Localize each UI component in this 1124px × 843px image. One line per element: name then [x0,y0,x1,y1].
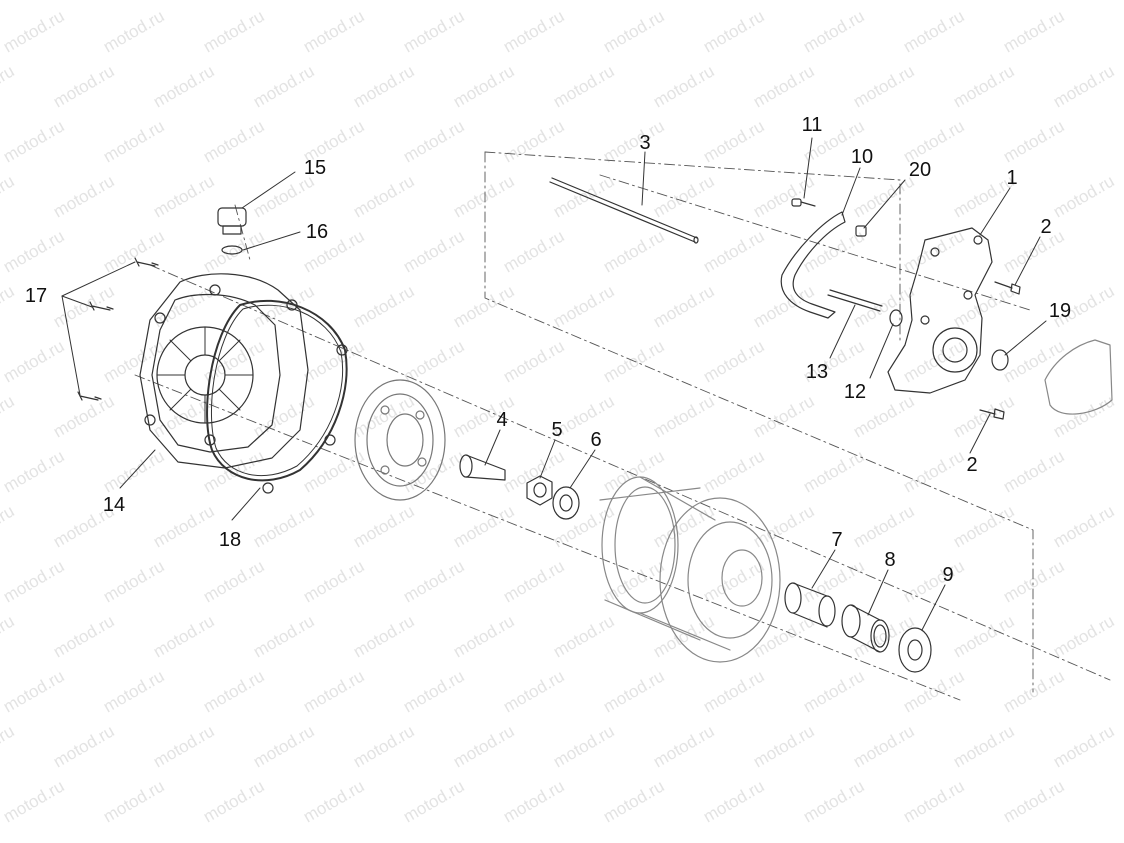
clutch-cover-part-14 [139,273,309,469]
callout-2-lower: 2 [966,454,978,476]
bracket-part-10 [780,211,846,319]
callout-12: 12 [843,381,867,403]
ring-part-12 [889,309,903,327]
oring-part-16 [221,245,243,255]
bearing-part-8 [841,604,890,653]
bolts-part-17 [77,257,159,401]
leader-lines [61,137,1047,631]
callout-17: 17 [24,285,48,307]
callout-14: 14 [102,494,126,516]
oring-part-19 [991,349,1009,371]
slave-cylinder-part-1 [887,227,993,394]
callout-8: 8 [884,549,896,571]
washer-part-9 [898,627,932,673]
assembly-axes [134,151,1111,701]
callout-13: 13 [805,361,829,383]
callout-4: 4 [496,409,508,431]
callout-20: 20 [908,159,932,181]
rod-part-13 [827,289,883,312]
callout-6: 6 [590,429,602,451]
callout-5: 5 [551,419,563,441]
callout-19: 19 [1048,300,1072,322]
bushing-part-7 [784,582,836,628]
bolts-part-2 [979,281,1021,420]
callout-18: 18 [218,529,242,551]
callout-2-upper: 2 [1040,216,1052,238]
callout-1: 1 [1006,167,1018,189]
gasket-part-18 [204,299,348,494]
side-cover-fragment [1044,339,1113,415]
bolt-part-4 [459,454,506,481]
callout-3: 3 [639,132,651,154]
screw-part-11 [791,198,816,207]
callout-7: 7 [831,529,843,551]
callout-10: 10 [850,146,874,168]
lock-washer-part-6 [552,486,580,520]
clutch-basket [599,476,781,663]
nut-part-5 [526,475,553,506]
pressure-plate [354,379,446,501]
cap-part-15 [217,207,247,235]
pin-part-20 [855,225,867,237]
callout-16: 16 [305,221,329,243]
callout-15: 15 [303,157,327,179]
callout-9: 9 [942,564,954,586]
pushrod-part-3 [549,177,699,244]
callout-11: 11 [801,114,823,136]
